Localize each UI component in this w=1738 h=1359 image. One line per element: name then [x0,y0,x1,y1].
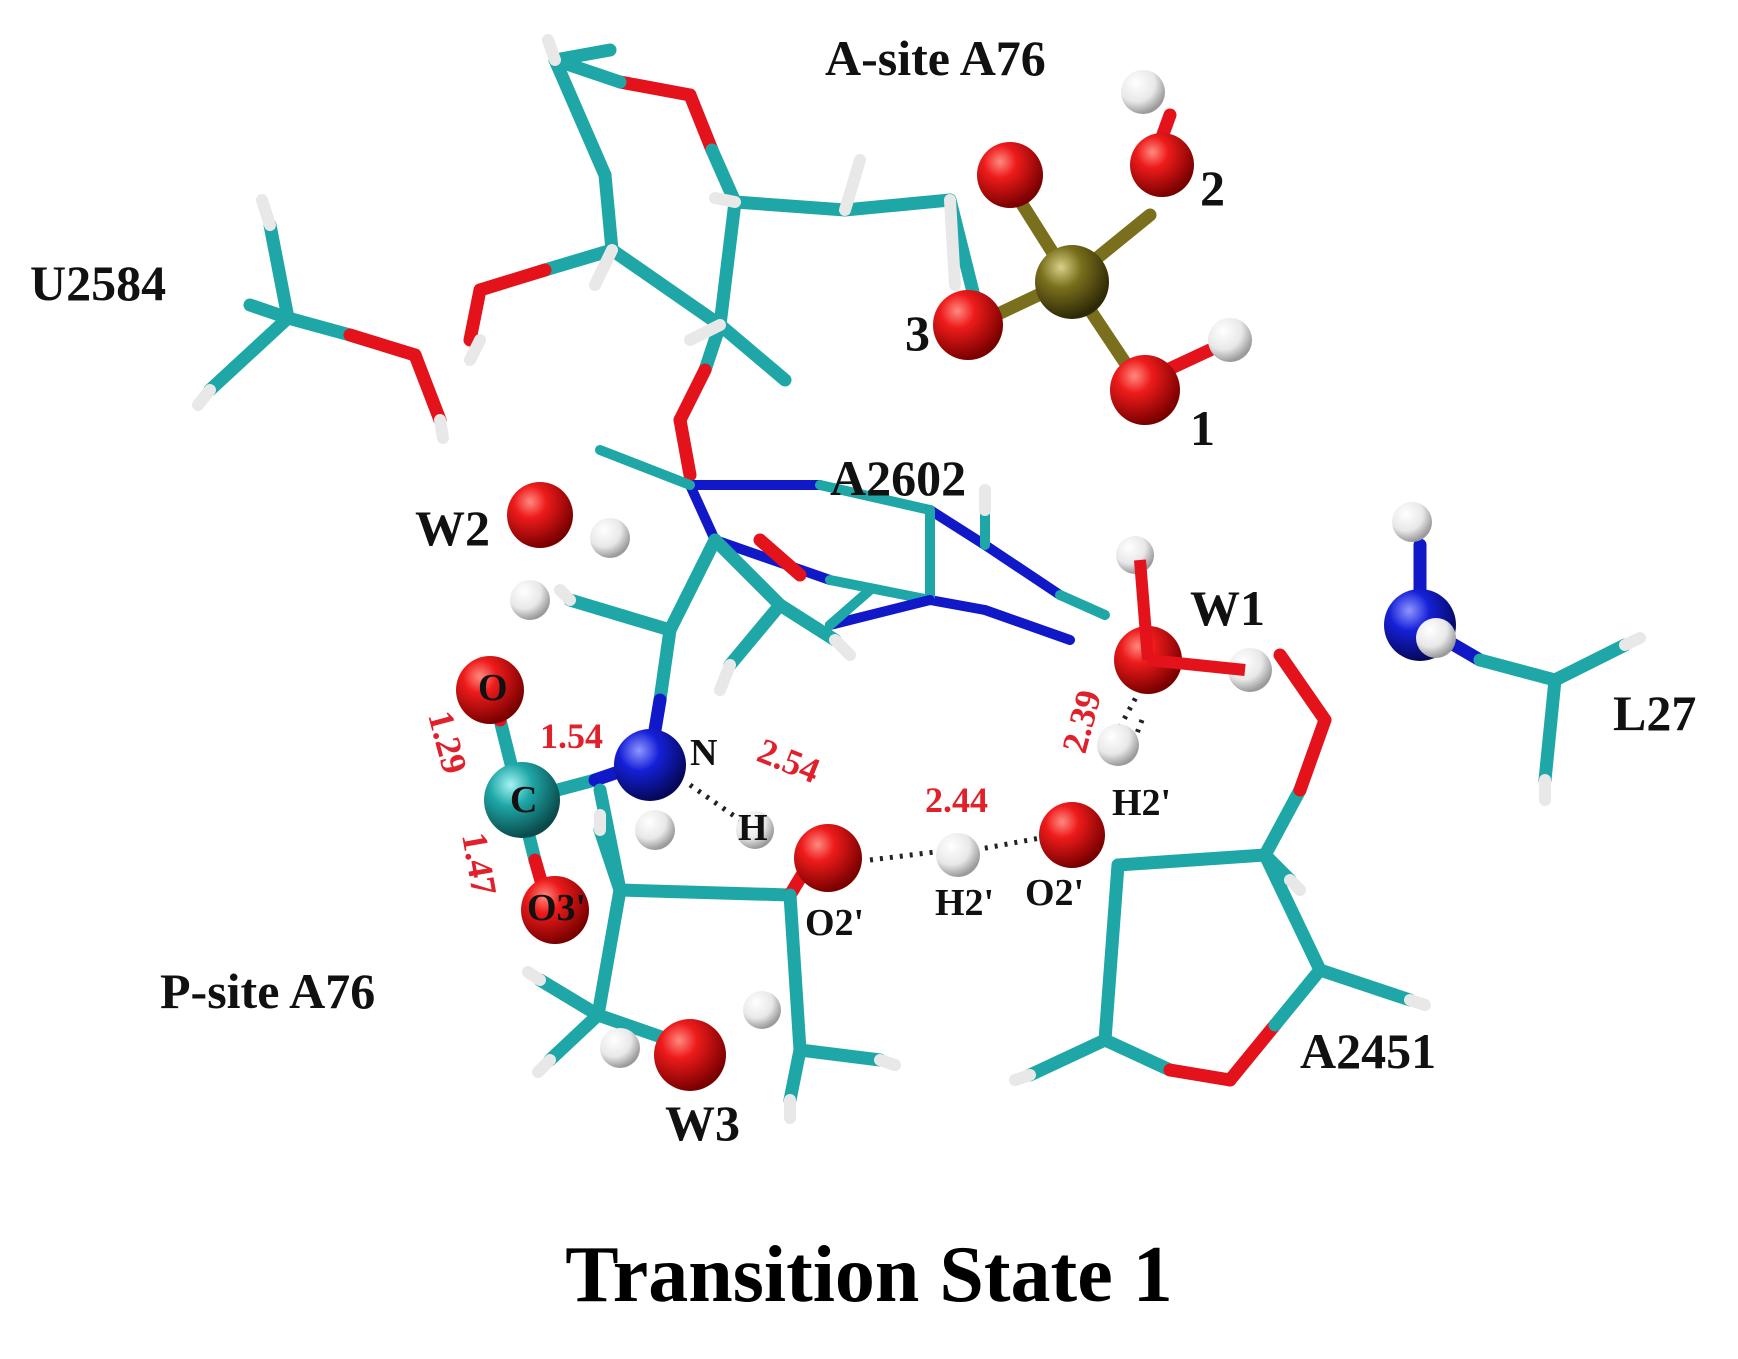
carbonyl-c-label: C [510,779,537,821]
w3-hydrogen-atom [743,991,781,1029]
p-site-label: P-site A76 [160,963,375,1019]
w2-oxygen-atom [507,482,573,548]
amine-n-label: N [690,732,717,774]
c-n-distance: 1.54 [540,716,603,756]
phosphorus-atom [1035,245,1109,319]
l27-label: L27 [1613,685,1696,741]
a2451-o2-prime-atom [1039,802,1105,868]
c-o-distance: 1.29 [420,707,475,778]
carbonyl-oxygen-atom [456,656,524,724]
phosphate-o2-atom [1130,133,1194,197]
amine-h-label: H [738,807,768,849]
w3-label: W3 [665,1095,740,1151]
w3-oxygen-atom [654,1019,726,1091]
w1-hydrogen-atom [1228,648,1272,692]
w3-hydrogen-atom [600,1028,640,1068]
figure-caption: Transition State 1 [565,1231,1173,1319]
c-o3-distance: 1.47 [454,829,504,898]
p-site-ribose-bonds [533,783,887,1107]
molecular-bonds [192,34,1646,1124]
u2584-bonds [203,218,447,427]
p-site-linker-bonds [563,533,842,737]
o3-prime-oxygen-atom [521,876,589,944]
amine-hydrogen-atom [635,810,675,850]
a-site-ribose-bonds [463,43,957,482]
carbonyl-o-label: O [478,667,508,709]
atom-labels: 1 2 3 O C N H O3' O2' H2' O2' H2' [478,160,1225,944]
w1-bond [1147,654,1246,676]
l27-hydrogen-atom [1416,618,1456,658]
p-site-o2-prime-label: O2' [805,902,864,944]
phosphate-o3-atom [933,290,1003,360]
p-site-o2-prime-atom [794,824,862,892]
phosphate-o1-label: 1 [1190,400,1215,456]
hydrogen-stick-bonds [192,34,1646,1124]
carbonyl-carbon-atom [484,762,560,838]
l27-hydrogen-atom [1392,502,1432,542]
l27-bonds [1413,538,1632,787]
a2451-h2-prime-atom [1097,724,1139,766]
a2451-o2-prime-label: O2' [1025,872,1084,914]
amine-nitrogen-atom [614,729,686,801]
phosphate-o2-label: 2 [1200,160,1225,216]
phosphate-o-top-atom [977,142,1043,208]
o3-prime-label: O3' [527,887,586,929]
w2-hydrogen-atom [510,580,550,620]
transferring-hydrogen-atom [736,811,774,849]
a2451-h2-prime-label: H2' [1112,782,1171,824]
atoms [456,70,1456,1091]
p-site-h2-prime-label: H2' [935,882,994,924]
o2-h2-distance: 2.44 [925,780,988,820]
phosphate-o2-hydrogen-atom [1121,70,1165,114]
residue-labels: A-site A76 U2584 A2602 L27 P-site A76 A2… [30,30,1696,1151]
phosphate-o1-hydrogen-atom [1208,318,1252,362]
a-site-label: A-site A76 [825,30,1046,86]
a2602-label: A2602 [830,450,966,506]
p-site-h2-prime-atom [936,833,980,877]
w2-label: W2 [415,500,490,556]
a2451-label: A2451 [1300,1023,1436,1079]
phosphate-o1-atom [1110,355,1180,425]
w1-bond [1134,559,1154,661]
w2-hydrogen-atom [590,518,630,558]
phosphate-o3-label: 3 [905,305,930,361]
u2584-label: U2584 [30,255,166,311]
n-h-distance: 2.54 [752,730,825,791]
w1-label: W1 [1190,580,1265,636]
a2602-bonds [595,445,1110,645]
